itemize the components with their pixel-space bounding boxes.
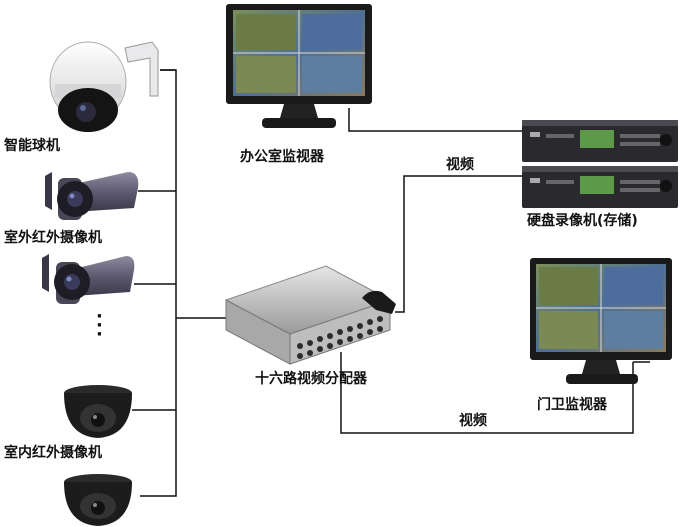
video-splitter-label: 十六路视频分配器: [255, 371, 367, 387]
video-link-label-bottom: 视频: [459, 413, 487, 429]
monitor-icon: [226, 4, 372, 128]
bullet-ir-camera-icon: [45, 172, 139, 220]
office-monitor-to-dvr-line: [348, 108, 522, 132]
dvr-icon: [522, 120, 678, 208]
more-cameras-ellipsis: ···: [96, 306, 103, 345]
connection-lines: [132, 69, 650, 497]
monitor-icon: [530, 258, 672, 384]
dvr-label: 硬盘录像机(存储): [527, 213, 638, 229]
dome-ir-camera-icon: [64, 474, 132, 526]
splitter-to-dvr-video-line: [395, 175, 522, 313]
office-monitor-label: 办公室监视器: [240, 149, 324, 165]
gate-monitor-label: 门卫监视器: [537, 397, 607, 413]
video-link-label-top: 视频: [446, 157, 474, 173]
dome-ir-camera-icon: [64, 385, 132, 438]
camera-trunk-line: [140, 69, 177, 497]
video-splitter-icon: [224, 265, 396, 365]
bullet-ir-camera-icon: [42, 254, 135, 304]
indoor-ir-camera-label: 室内红外摄像机: [4, 445, 102, 461]
dome-camera-label: 智能球机: [4, 138, 60, 154]
dome-ptz-camera-icon: [49, 41, 159, 132]
outdoor-ir-camera-label: 室外红外摄像机: [4, 230, 102, 246]
splitter-to-gate-monitor-video-line: [340, 352, 634, 434]
